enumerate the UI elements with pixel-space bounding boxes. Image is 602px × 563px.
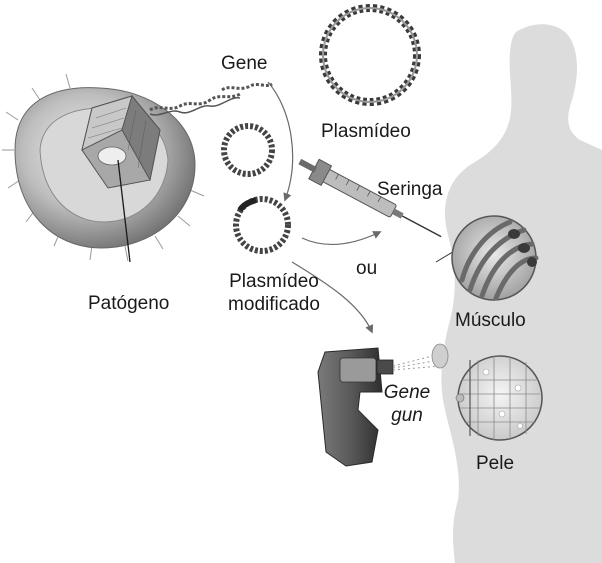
human-body-silhouette [441, 24, 602, 563]
label-syringe: Seringa [377, 178, 443, 201]
pathogen-illustration [2, 74, 204, 262]
label-gene-gun: Gene gun [382, 381, 432, 427]
label-gene: Gene [221, 52, 267, 75]
modified-plasmid-ring [236, 199, 288, 251]
label-modified-plasmid-line1: Plasmídeo [218, 270, 330, 293]
label-muscle: Músculo [455, 309, 526, 332]
arrow-to-syringe [302, 232, 380, 245]
label-modified-plasmid: Plasmídeo modificado [218, 270, 330, 316]
label-pathogen: Patógeno [88, 292, 169, 315]
label-plasmid: Plasmídeo [321, 120, 411, 143]
plasmid-small-ring [224, 126, 272, 174]
label-or: ou [356, 257, 377, 280]
label-skin: Pele [476, 452, 514, 475]
gene-dna-strand [150, 84, 272, 115]
label-modified-plasmid-line2: modificado [218, 293, 330, 316]
label-gene-gun-line1: Gene [382, 381, 432, 404]
plasmid-ring [323, 8, 417, 102]
label-gene-gun-line2: gun [382, 404, 432, 427]
